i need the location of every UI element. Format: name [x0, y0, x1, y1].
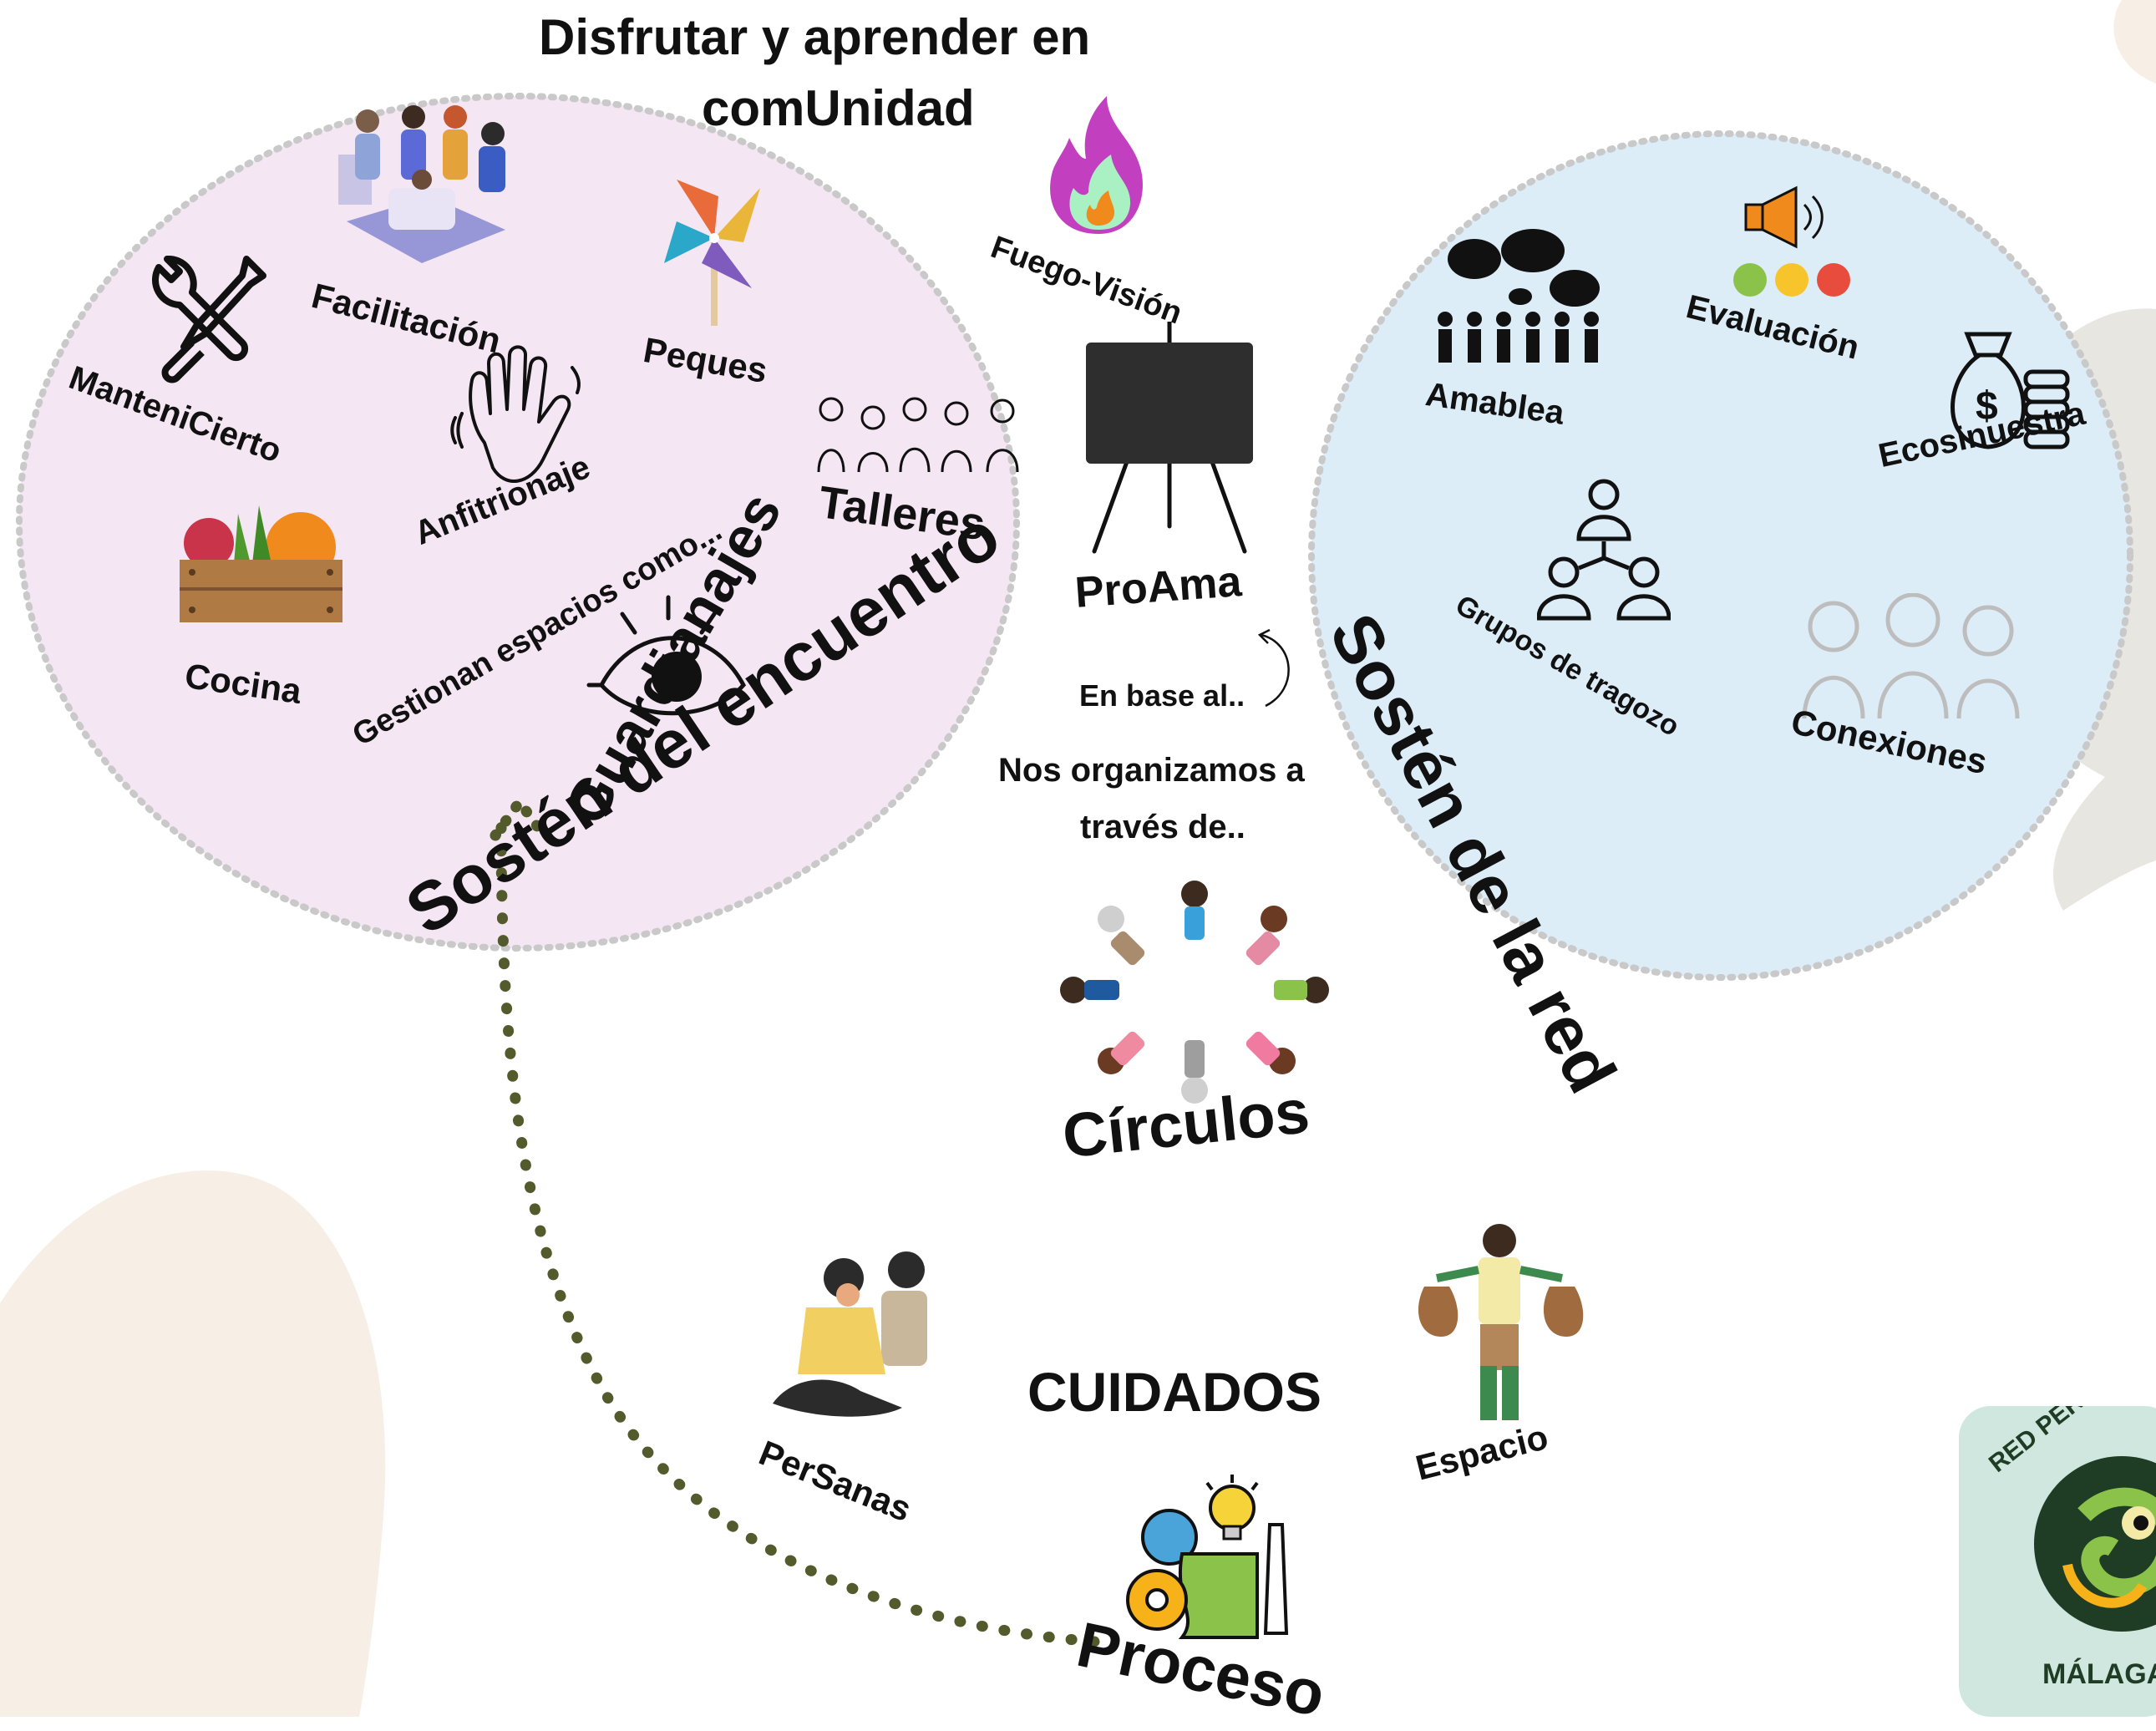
title-line1: Disfrutar y aprender en: [539, 9, 1091, 65]
label-en-base: En base al..: [1079, 678, 1245, 713]
label-nos-organizamos-1: Nos organizamos a: [998, 752, 1305, 789]
workshop-people-icon: [817, 397, 1019, 473]
farmer-bags-icon: [1418, 1224, 1584, 1420]
waving-hand-icon: [450, 345, 581, 483]
caring-people-icon: [773, 1251, 927, 1417]
community-speech-icon: [1438, 229, 1600, 363]
svg-text:$: $: [1976, 384, 1998, 429]
vegetable-crate-icon: [180, 505, 342, 622]
creative-process-icon: [1126, 1475, 1289, 1639]
title-line2: comUnidad: [702, 80, 975, 136]
logo: RED PERMACU MÁLAGA: [1959, 1406, 2156, 1717]
facilitation-people-icon: [338, 105, 505, 263]
circle-of-people-icon: [1060, 881, 1329, 1104]
label-cuidados: CUIDADOS: [1027, 1361, 1322, 1423]
money-bag-icon: $: [1951, 332, 2070, 449]
easel-board-icon: [1086, 322, 1253, 554]
megaphone-feedback-icon: [1733, 185, 1850, 297]
connections-people-icon: [1802, 593, 2020, 718]
logo-emblem: [2034, 1456, 2156, 1632]
curved-arrow-icon: [1257, 628, 1290, 708]
network-people-icon: [1537, 479, 1671, 621]
pinwheel-icon: [664, 180, 760, 326]
label-nos-organizamos-2: través de..: [1080, 809, 1245, 845]
logo-text-bottom: MÁLAGA: [2042, 1658, 2156, 1690]
wrench-screwdriver-icon: [152, 255, 266, 383]
eye-icon: [586, 595, 747, 716]
fire-icon: [1050, 96, 1143, 234]
